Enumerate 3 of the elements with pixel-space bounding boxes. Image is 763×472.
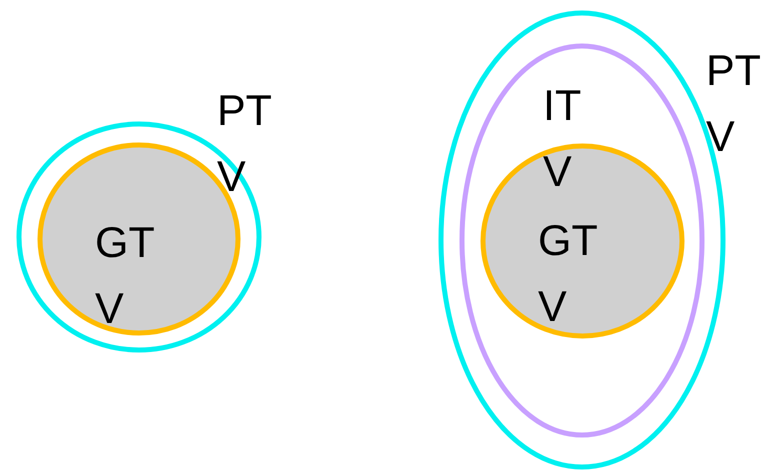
region-label: IT V [543,81,582,198]
region-label: GT V [538,216,598,333]
region-label: GT V [95,218,155,335]
